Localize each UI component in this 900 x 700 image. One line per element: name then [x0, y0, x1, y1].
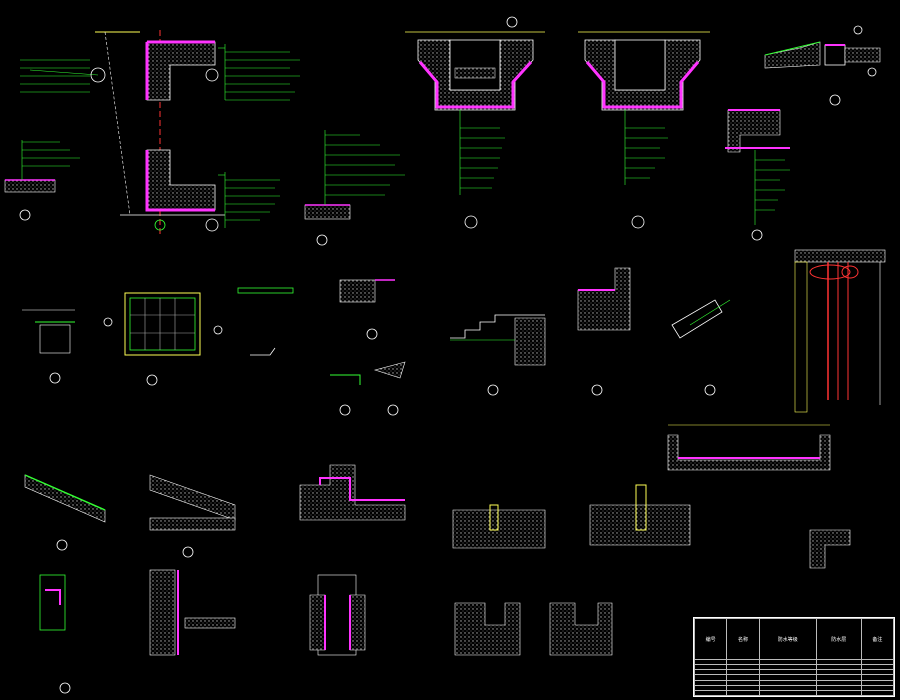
- detail-slab-4: [4, 140, 80, 221]
- detail-corner-small: [809, 529, 851, 569]
- table-cell: 名称: [726, 617, 760, 661]
- detail-pipe: [671, 299, 731, 396]
- table-cell: [693, 689, 728, 697]
- detail-wall-vertical: [149, 569, 236, 656]
- detail-parapet-9: [725, 109, 790, 241]
- detail-pit-section-a: [405, 16, 545, 229]
- detail-small-parts: [237, 279, 406, 416]
- detail-pit-small-a: [454, 602, 521, 656]
- table-cell: [726, 689, 760, 697]
- detail-pit-small-b: [549, 602, 613, 656]
- table-row: [693, 689, 895, 697]
- detail-pit-section-b: [578, 31, 710, 229]
- detail-roof-slope-a: [24, 474, 106, 551]
- table-cell: 防水层: [815, 617, 862, 661]
- detail-wall-section: [20, 30, 300, 235]
- detail-trough: [667, 424, 831, 471]
- table-cell: [860, 689, 895, 697]
- detail-drain-10: [22, 309, 75, 384]
- detail-joint-a: [452, 504, 546, 549]
- detail-slope-8: [764, 25, 881, 106]
- detail-step-waterproof: [299, 464, 406, 521]
- detail-slab-5: [304, 130, 405, 246]
- table-cell: 编号: [693, 617, 728, 661]
- detail-joint-b: [589, 484, 691, 546]
- table-cell: [758, 689, 817, 697]
- detail-wall-insulation: [39, 574, 71, 694]
- table-cell: 备注: [860, 617, 895, 661]
- detail-stair: [450, 314, 546, 396]
- detail-roof-slope-b: [149, 474, 236, 558]
- table-cell: [815, 689, 862, 697]
- detail-column-wall: [794, 249, 886, 413]
- detail-column-joint: [309, 574, 366, 656]
- detail-wall-corner: [577, 267, 631, 396]
- detail-grid-plan: [103, 292, 223, 386]
- table-cell: 防水等级: [758, 617, 817, 661]
- table-row: 编号名称防水等级防水层备注: [693, 617, 895, 661]
- waterproof-schedule-table: 编号名称防水等级防水层备注: [693, 617, 895, 697]
